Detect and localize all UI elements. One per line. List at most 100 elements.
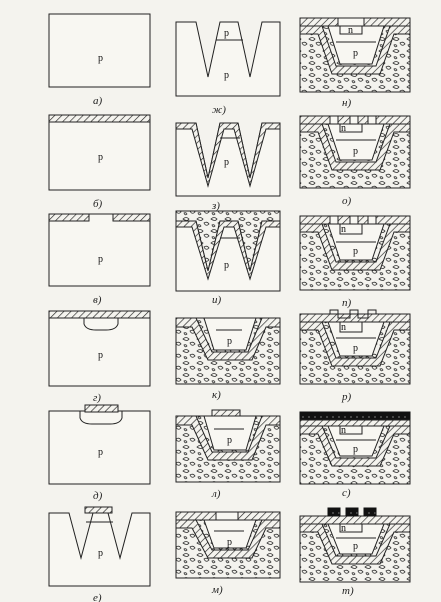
panel-z: p з): [175, 122, 281, 212]
diffused-region: [79, 411, 123, 425]
region-label-p: p: [98, 152, 103, 163]
contact-window: [215, 511, 239, 521]
oxide-island: [211, 409, 241, 417]
isolation-oxide: [175, 415, 281, 461]
metallization-layer: [299, 411, 411, 421]
isolation-oxide: [175, 122, 281, 188]
region-label-p: p: [98, 254, 103, 265]
oxide-mask-left: [48, 213, 90, 222]
region-label-p: p: [224, 28, 229, 39]
isolation-oxide: [299, 123, 411, 171]
panel-o: n p о): [299, 115, 411, 207]
emitter-region: [339, 224, 363, 235]
contact-window: [367, 215, 377, 225]
region-label-p: p: [227, 435, 232, 446]
region-label-p: p: [353, 246, 358, 257]
contact-window: [337, 17, 365, 27]
emitter-region: [339, 124, 363, 133]
oxide-mask-right: [112, 213, 151, 222]
isolation-oxide: [299, 523, 411, 565]
metal-contacts: [329, 309, 377, 319]
oxide-layer: [299, 515, 411, 525]
isolation-oxide: [299, 223, 411, 271]
region-label-n: n: [341, 123, 346, 134]
metal-contact: [327, 507, 341, 517]
isolation-oxide: [175, 317, 281, 361]
panel-k: p к): [175, 317, 281, 401]
contact-window: [329, 215, 339, 225]
panel-caption: о): [342, 195, 352, 207]
panel-v: p в): [48, 213, 151, 306]
panel-caption: л): [211, 488, 221, 500]
emitter-region: [339, 524, 363, 533]
metal-contact: [345, 507, 359, 517]
panel-t: n p т): [299, 507, 411, 597]
panel-caption: в): [93, 294, 102, 306]
panel-l: p л): [175, 409, 281, 500]
contact-window: [367, 115, 377, 125]
panel-d: p д): [48, 404, 151, 502]
contact-window: [329, 115, 339, 125]
emitter-region: [339, 322, 363, 333]
panel-m: p м): [175, 511, 281, 596]
region-label-p: p: [353, 541, 358, 552]
panel-s: n p с): [299, 411, 411, 499]
panel-caption: р): [341, 391, 352, 403]
region-label-p: p: [98, 350, 103, 361]
panel-caption: к): [212, 389, 221, 401]
panel-g: p г): [48, 310, 151, 404]
oxide-layer: [299, 419, 411, 427]
region-label-p: p: [353, 146, 358, 157]
region-label-n: n: [341, 425, 346, 436]
region-label-p: p: [98, 548, 103, 559]
panel-caption: е): [93, 592, 102, 602]
metal-contact: [363, 507, 377, 517]
oxide-island: [84, 404, 119, 413]
panel-b: p б): [48, 114, 151, 210]
region-label-p: p: [224, 70, 229, 81]
isolation-oxide: [299, 25, 411, 75]
region-label-n: n: [341, 322, 346, 333]
oxide-island: [84, 506, 113, 514]
emitter-region: [339, 26, 363, 35]
region-label-p: p: [224, 260, 229, 271]
panel-i: p и): [175, 210, 281, 306]
panel-a: p а): [48, 13, 151, 107]
panel-caption: и): [212, 294, 222, 306]
region-label-n: n: [341, 523, 346, 534]
isolation-oxide: [175, 220, 281, 281]
panel-zh: p p ж): [175, 21, 281, 116]
panel-caption: з): [211, 200, 220, 212]
emitter-region: [339, 426, 363, 435]
panel-caption: п): [342, 297, 352, 309]
region-label-p: p: [353, 444, 358, 455]
panel-caption: б): [93, 198, 103, 210]
oxide-layer: [48, 310, 151, 319]
isolation-oxide: [175, 519, 281, 559]
region-label-p: p: [353, 48, 358, 59]
panel-e: p е): [48, 506, 151, 602]
contact-window: [349, 215, 359, 225]
contact-window: [349, 115, 359, 125]
isolation-oxide: [299, 321, 411, 367]
oxide-layer: [48, 114, 151, 123]
panel-p: n p п): [299, 215, 411, 309]
panel-caption: с): [342, 487, 351, 499]
region-label-n: n: [341, 224, 346, 235]
panel-caption: д): [93, 490, 103, 502]
region-label-p: p: [98, 447, 103, 458]
region-label-p: p: [227, 336, 232, 347]
region-label-p: p: [224, 157, 229, 168]
panel-caption: м): [211, 584, 223, 596]
panel-caption: г): [93, 392, 101, 404]
panel-caption: ж): [212, 104, 226, 116]
panel-caption: т): [342, 585, 354, 597]
region-label-p: p: [98, 53, 103, 64]
panel-n: n p н): [299, 17, 411, 109]
panel-r: n p р): [299, 309, 411, 403]
region-label-n: n: [348, 25, 353, 36]
panel-caption: н): [342, 97, 351, 109]
region-label-p: p: [227, 537, 232, 548]
oxide-layer: [299, 313, 411, 323]
